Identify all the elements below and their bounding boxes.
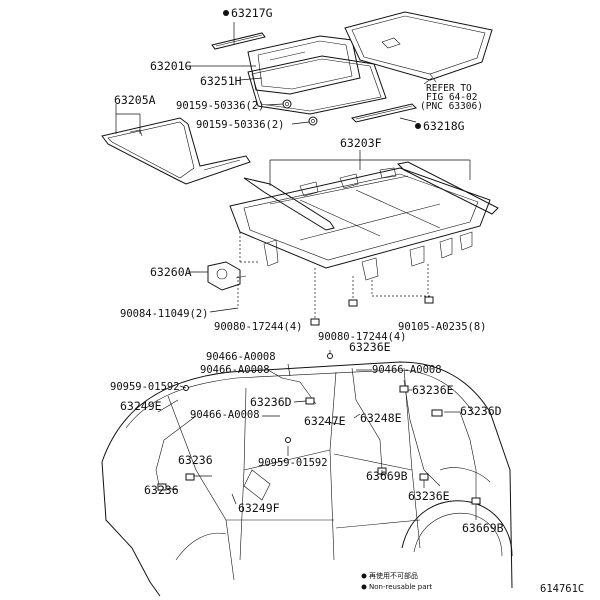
legend-non-reusable-mark-2	[361, 584, 367, 590]
non-reusable-mark-63217g	[223, 10, 229, 16]
sunroof-motor-63260a	[207, 261, 247, 291]
part-labels: 63217G 63201G 63251H 63205A 90159-50336(…	[110, 6, 504, 535]
vehicle-body-outline	[101, 361, 513, 597]
clip-90159-upper	[282, 99, 292, 109]
label-63217g: 63217G	[231, 6, 273, 20]
label-90080-right: 90080-17244(4)	[318, 331, 407, 343]
drain-hose-front-left	[155, 415, 197, 491]
label-90084: 90084-11049(2)	[120, 308, 209, 320]
label-90466-c: 90466-A0008	[372, 364, 442, 376]
refer-line-3: (PNC 63306)	[420, 101, 483, 112]
trim-strip-63218g	[351, 103, 417, 123]
label-90159-upper: 90159-50336(2)	[176, 100, 265, 112]
label-63218g: 63218G	[423, 119, 465, 133]
non-reusable-mark-63218g	[415, 123, 421, 129]
refer-line-1: REFER TO	[426, 83, 472, 94]
label-63201g: 63201G	[150, 59, 192, 73]
figure-number: 614761C	[540, 583, 584, 595]
drain-hose-rear-far	[403, 379, 477, 500]
label-90959-front: 90959-01592	[110, 381, 180, 393]
grommet-63236e-right	[399, 385, 409, 393]
label-63249f: 63249F	[238, 501, 280, 515]
grommet-63236d-right	[431, 409, 443, 417]
glass-seal-63251h	[247, 55, 387, 115]
hose-end-63669b-right	[471, 497, 481, 505]
clip-90959-center	[285, 437, 291, 443]
label-63669b-left: 63669B	[366, 469, 408, 483]
grommet-63236-lower	[157, 483, 167, 491]
bolt-90080-left	[310, 318, 320, 326]
drain-hose-front-right	[281, 377, 317, 405]
sunshade-panel	[344, 11, 493, 83]
grommet-63236d-left	[305, 397, 315, 405]
label-63236d-left: 63236D	[250, 395, 292, 409]
label-63236e-right: 63236E	[412, 383, 454, 397]
legend-text-jp: 再使用不可部品	[369, 571, 418, 580]
label-90105: 90105-A0235(8)	[398, 321, 487, 333]
label-90466-d: 90466-A0008	[190, 409, 260, 421]
clip-90159-lower	[308, 116, 318, 126]
label-63669b-right: 63669B	[462, 521, 504, 535]
label-63236d-right: 63236D	[460, 404, 502, 418]
label-63236e-top: 63236E	[349, 340, 391, 354]
leader-lines	[115, 22, 477, 520]
drain-hose-rear-right	[351, 367, 383, 471]
bolt-90105	[424, 296, 434, 304]
label-63203f: 63203F	[340, 136, 382, 150]
label-90959-center: 90959-01592	[258, 457, 328, 469]
label-63205a: 63205A	[114, 93, 156, 107]
label-63236-upper: 63236	[178, 453, 213, 467]
label-63260a: 63260A	[150, 265, 192, 279]
bolt-90080-right	[348, 299, 358, 307]
label-63249e: 63249E	[120, 399, 162, 413]
label-90466-a: 90466-A0008	[206, 351, 276, 363]
legend-text-en: Non-reusable part	[369, 583, 432, 591]
label-90159-lower: 90159-50336(2)	[196, 119, 285, 131]
grommet-63236e-top	[327, 353, 333, 359]
legend-non-reusable-mark	[361, 573, 367, 579]
label-63251h: 63251H	[200, 74, 242, 88]
grommet-63236-upper	[185, 473, 195, 481]
grommet-63236e-bottom	[419, 473, 429, 481]
label-90080-left: 90080-17244(4)	[214, 321, 303, 333]
label-63247e: 63247E	[304, 414, 346, 428]
label-63236e-bottom: 63236E	[408, 489, 450, 503]
sunroof-glass-63201g	[247, 35, 361, 95]
label-63248e: 63248E	[360, 411, 402, 425]
sunroof-frame-63203f	[229, 161, 499, 281]
refer-line-2: FIG 64-02	[426, 92, 477, 103]
legend: 再使用不可部品 Non-reusable part 614761C	[361, 571, 584, 595]
label-90466-b: 90466-A0008	[200, 364, 270, 376]
trim-strip-63217g	[211, 32, 266, 50]
label-63236-lower: 63236	[144, 483, 179, 497]
